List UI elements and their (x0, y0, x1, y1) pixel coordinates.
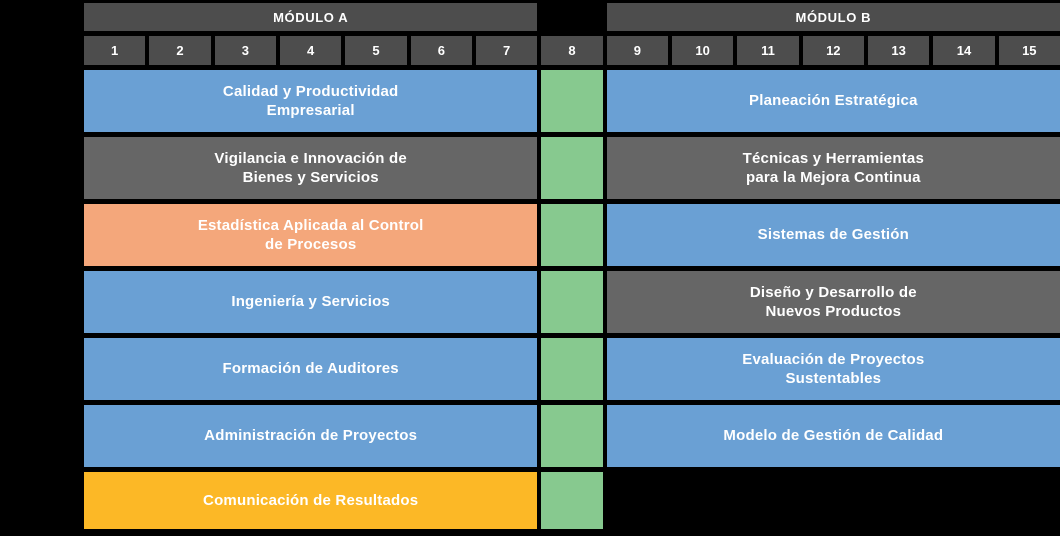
bar-planeacion-estrategica: Planeación Estratégica (606, 70, 1060, 132)
col8-break-cell-row3 (541, 204, 603, 266)
column-header-6: 6 (410, 36, 472, 65)
bar-ingenieria-y-servicios: Ingeniería y Servicios (84, 271, 538, 333)
column-header-2: 2 (149, 36, 211, 65)
bar-diseno-y-desarrollo: Diseño y Desarrollo de Nuevos Productos (606, 271, 1060, 333)
col8-break-cell-row4 (541, 271, 603, 333)
bar-modelo-de-gestion-de-calidad: Modelo de Gestión de Calidad (606, 405, 1060, 467)
column-header-14: 14 (933, 36, 995, 65)
col8-break-cell-row2 (541, 137, 603, 199)
bar-formacion-de-auditores: Formación de Auditores (84, 338, 538, 400)
col8-break-cell-row6 (541, 405, 603, 467)
bar-vigilancia-e-innovacion: Vigilancia e Innovación de Bienes y Serv… (84, 137, 538, 199)
module-a-header: MÓDULO A (84, 3, 538, 31)
bar-tecnicas-y-herramientas: Técnicas y Herramientas para la Mejora C… (606, 137, 1060, 199)
column-header-12: 12 (802, 36, 864, 65)
bar-comunicacion-de-resultados: Comunicación de Resultados (84, 472, 538, 529)
column-header-4: 4 (279, 36, 342, 65)
col8-break-cell-row7 (541, 472, 603, 529)
bar-sistemas-de-gestion: Sistemas de Gestión (606, 204, 1060, 266)
bar-calidad-y-productividad-empresarial: Calidad y Productividad Empresarial (84, 70, 538, 132)
column-header-11: 11 (737, 36, 799, 65)
column-header-13: 13 (867, 36, 930, 65)
column-header-1: 1 (84, 36, 146, 65)
column-header-3: 3 (214, 36, 276, 65)
bar-evaluacion-de-proyectos: Evaluación de Proyectos Sustentables (606, 338, 1060, 400)
column-header-15: 15 (998, 36, 1060, 65)
column-header-5: 5 (345, 36, 407, 65)
column-header-8: 8 (541, 36, 603, 65)
column-header-7: 7 (475, 36, 538, 65)
bar-administracion-de-proyectos: Administración de Proyectos (84, 405, 538, 467)
column-header-9: 9 (606, 36, 668, 65)
column-header-10: 10 (671, 36, 734, 65)
bar-estadistica-aplicada: Estadística Aplicada al Control de Proce… (84, 204, 538, 266)
schedule-grid: MÓDULO A MÓDULO B 1 2 3 4 5 6 7 8 9 10 1… (84, 3, 1060, 529)
col8-break-cell-row5 (541, 338, 603, 400)
module-b-header: MÓDULO B (606, 3, 1060, 31)
col8-break-cell-row1 (541, 70, 603, 132)
